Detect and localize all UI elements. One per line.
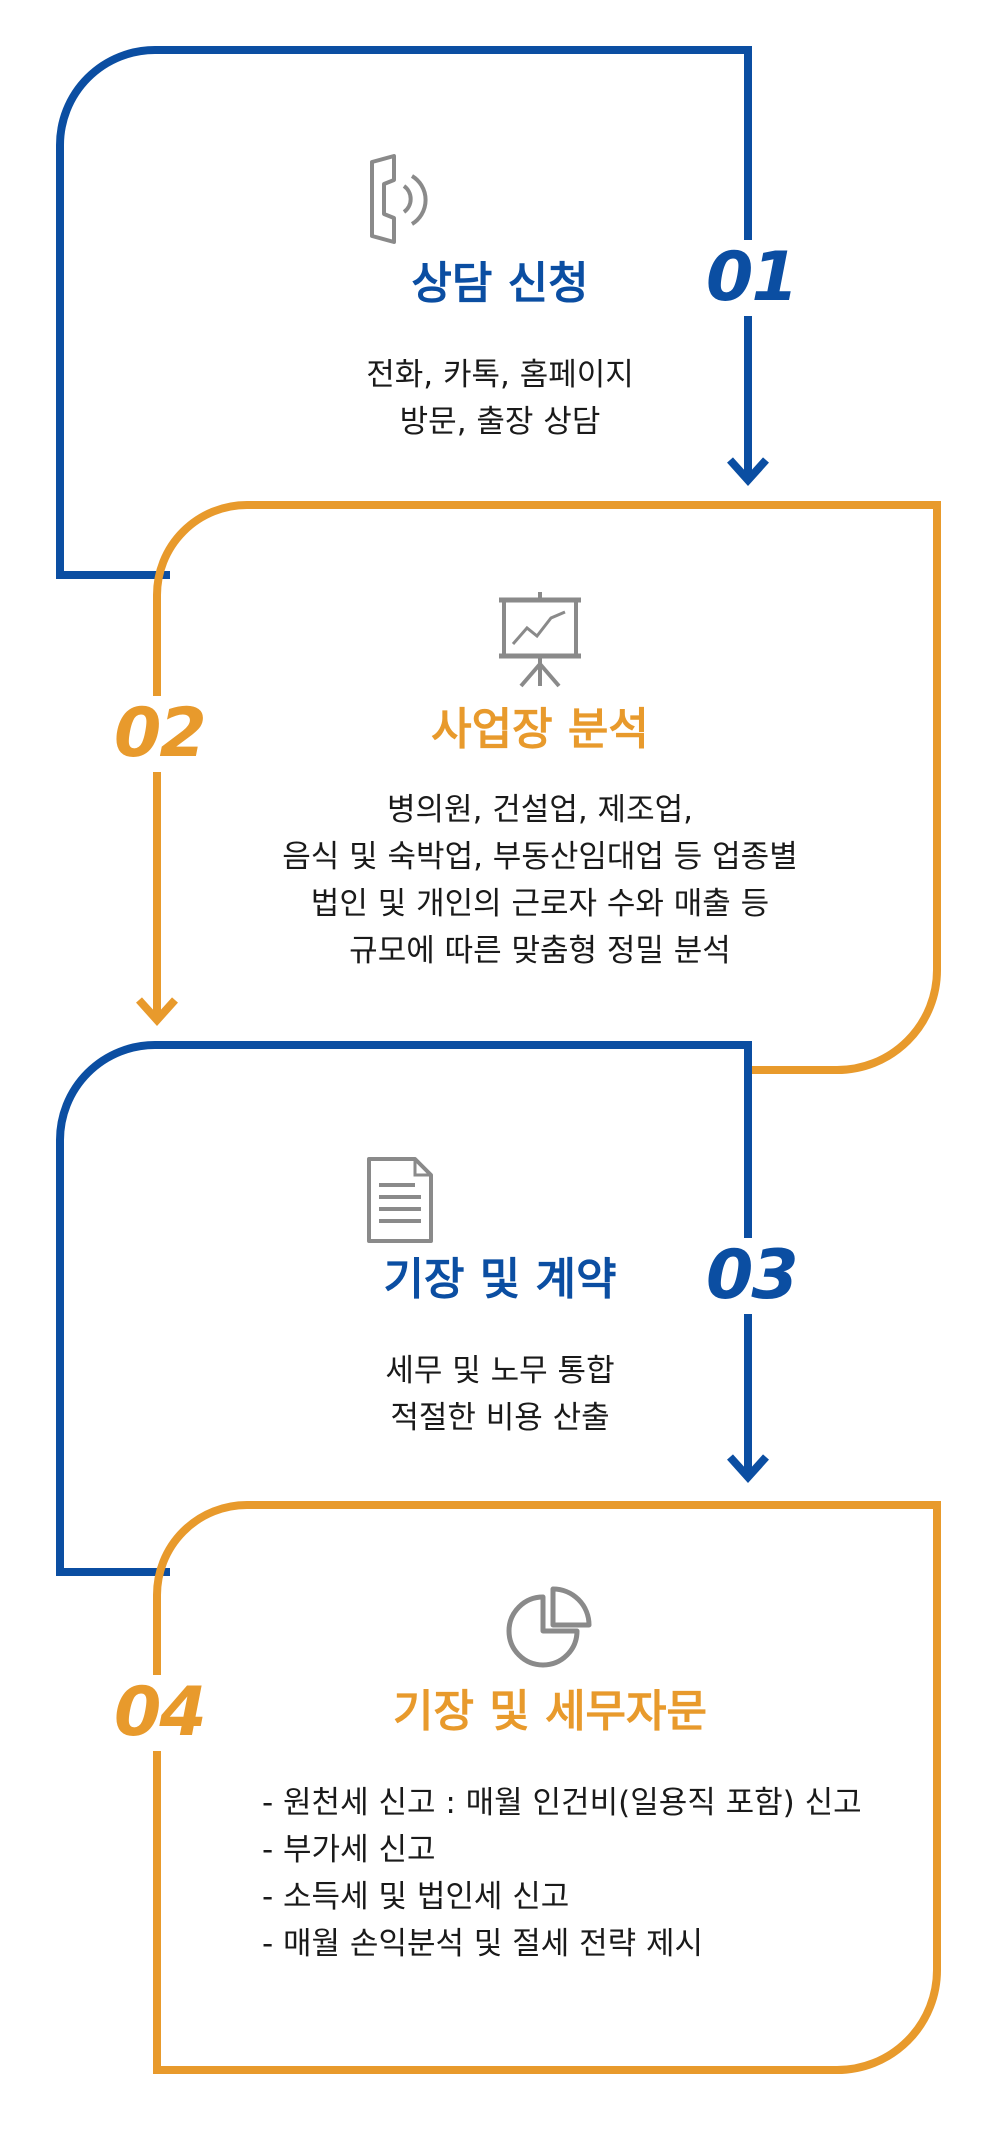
step-02-line: 음식 및 숙박업, 부동산임대업 등 업종별 (282, 839, 798, 875)
step-02-frame (153, 501, 941, 1074)
step-03-number: 03 (700, 1238, 803, 1314)
pie-chart-icon (506, 1586, 592, 1668)
step-03-line: 세무 및 노무 통합 (385, 1353, 615, 1389)
step-02-line: 병의원, 건설업, 제조업, (387, 792, 693, 828)
step-01-line: 전화, 카톡, 홈페이지 (366, 357, 634, 393)
step-01-title: 상담 신청 (411, 258, 589, 309)
step-01-arrowhead (727, 457, 769, 486)
step-04-title: 기장 및 세무자문 (393, 1686, 707, 1737)
step-01-number: 01 (700, 240, 803, 316)
phone-icon (370, 154, 428, 244)
step-02-title: 사업장 분석 (431, 704, 649, 755)
step-02-line: 규모에 따른 맞춤형 정밀 분석 (349, 933, 731, 969)
step-01-line: 방문, 출장 상담 (399, 404, 601, 440)
step-02-number: 02 (108, 696, 211, 772)
step-02-description: 병의원, 건설업, 제조업, 음식 및 숙박업, 부동산임대업 등 업종별 법인… (140, 787, 940, 975)
step-03-line: 적절한 비용 산출 (390, 1400, 610, 1436)
step-04-number: 04 (108, 1675, 211, 1751)
step-04-line: - 부가세 신고 (262, 1832, 436, 1868)
step-01-frame (56, 46, 752, 579)
step-02-arrowhead (136, 997, 178, 1026)
document-icon (367, 1157, 433, 1243)
step-04-frame (153, 1501, 941, 2074)
presentation-chart-icon (499, 592, 581, 688)
step-01-description: 전화, 카톡, 홈페이지 방문, 출장 상담 (100, 352, 900, 446)
step-02-line: 법인 및 개인의 근로자 수와 매출 등 (310, 886, 770, 922)
step-04-line: - 원천세 신고 : 매월 인건비(일용직 포함) 신고 (262, 1785, 862, 1821)
step-03-description: 세무 및 노무 통합 적절한 비용 산출 (100, 1348, 900, 1442)
step-04-line: - 매월 손익분석 및 절세 전략 제시 (262, 1926, 704, 1962)
step-03-title: 기장 및 계약 (383, 1254, 617, 1305)
step-03-arrowhead (727, 1454, 769, 1483)
step-03-frame (56, 1041, 752, 1576)
step-04-line: - 소득세 및 법인세 신고 (262, 1879, 570, 1915)
step-04-description: - 원천세 신고 : 매월 인건비(일용직 포함) 신고 - 부가세 신고 - … (262, 1780, 862, 1968)
